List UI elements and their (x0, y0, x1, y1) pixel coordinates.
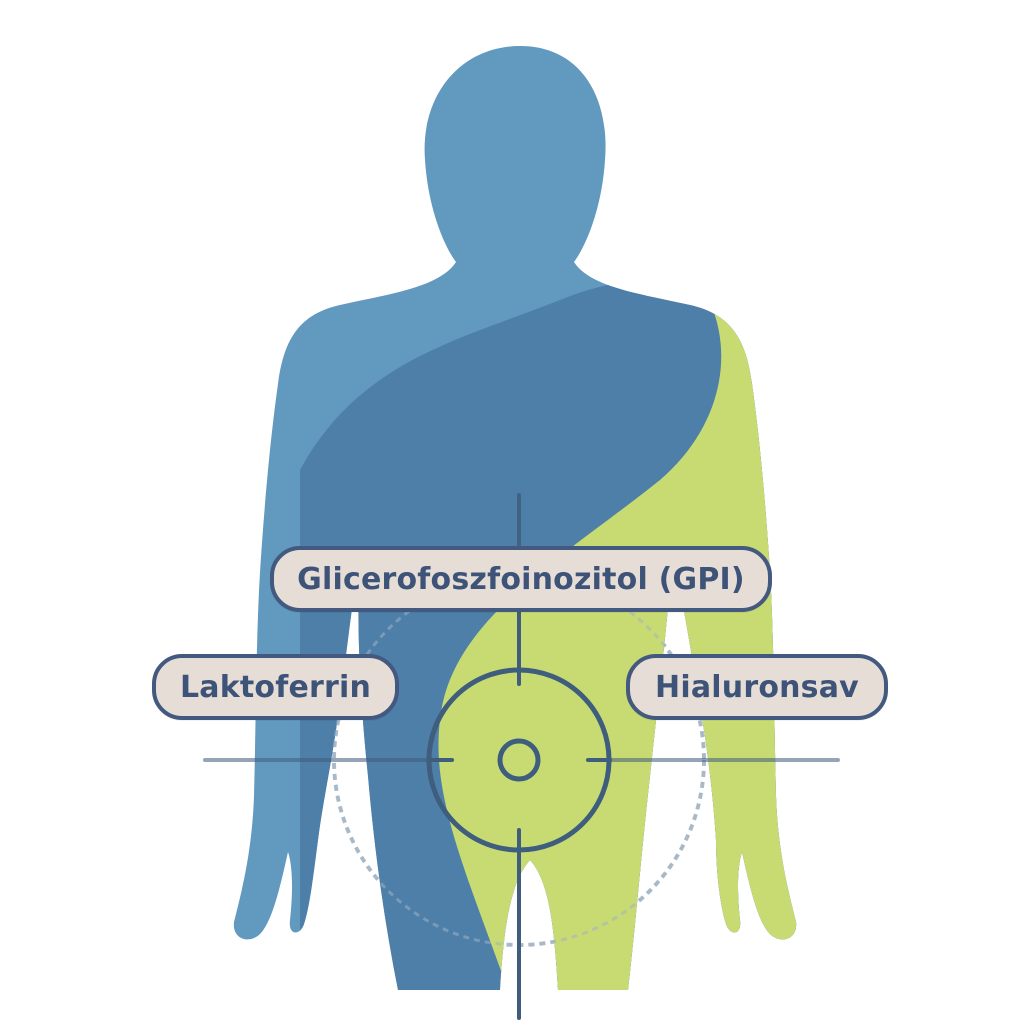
label-hialuronsav: Hialuronsav (626, 654, 888, 720)
label-glicerofoszfoinozitol: Glicerofoszfoinozitol (GPI) (270, 546, 772, 612)
inner-target-ring (426, 667, 612, 853)
label-laktoferrin: Laktoferrin (152, 654, 399, 720)
crosshair (203, 493, 840, 1020)
bullseye-ring (497, 738, 541, 782)
body-region-green (438, 270, 797, 990)
